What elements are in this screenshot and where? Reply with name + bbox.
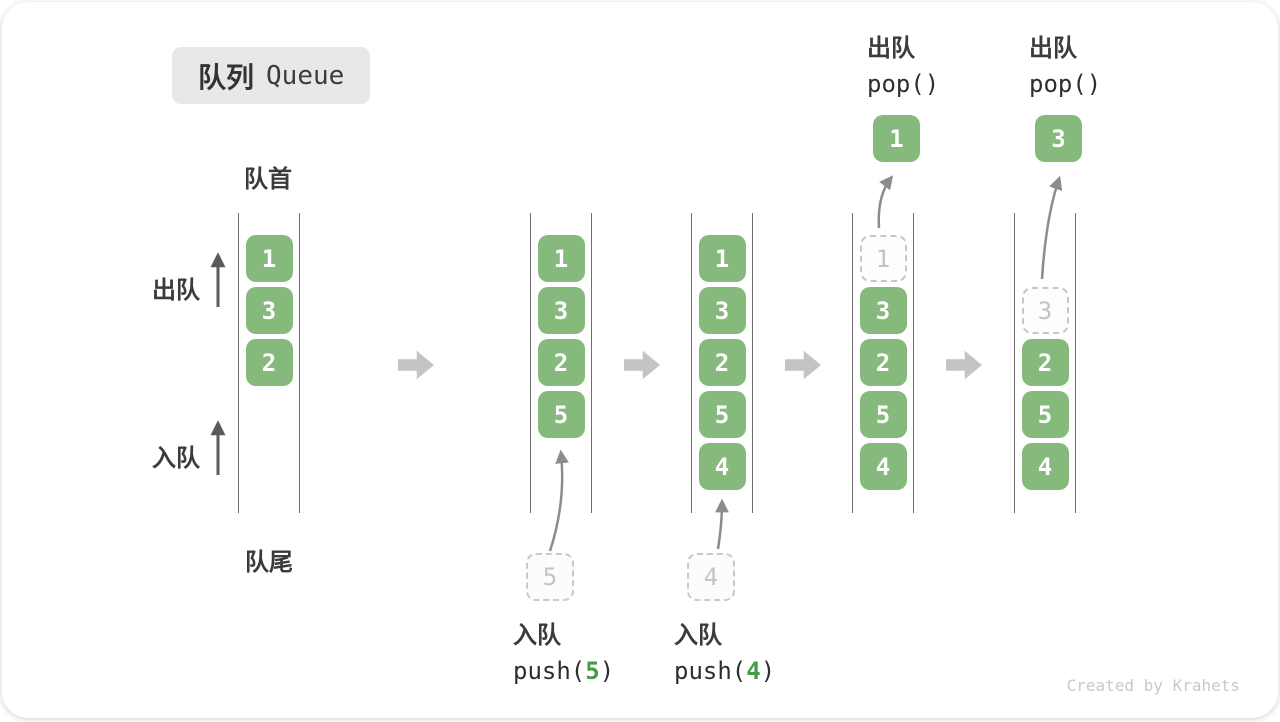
queue-item: 4 (859, 443, 907, 490)
dequeue-op-group: 出队 pop() (1029, 32, 1101, 102)
queue-item: 5 (1021, 391, 1069, 438)
queue-wall-line (590, 213, 593, 513)
queue-rear-label: 队尾 (245, 549, 293, 576)
next-step-arrow-icon (624, 350, 660, 380)
queue-item: 5 (859, 391, 907, 438)
queue-item: 2 (859, 339, 907, 386)
enqueue-op-group: 入队 push(5) (513, 619, 614, 689)
watermark: Created by Krahets (1066, 676, 1240, 695)
queue-item: 5 (698, 391, 746, 438)
enqueue-label: 入队 (152, 445, 200, 472)
popped-item: 3 (1035, 115, 1082, 162)
queue-item-ghost: 3 (1021, 287, 1069, 334)
queue-item-ghost: 1 (859, 235, 907, 282)
pop-3-arrow-icon (1040, 175, 1063, 280)
queue-item: 4 (698, 443, 746, 490)
op-label: 出队 (1029, 35, 1077, 62)
pop-1-arrow-icon (877, 175, 894, 229)
next-step-arrow-icon (946, 350, 982, 380)
queue-wall-line (237, 213, 240, 513)
op-code: push(5) (513, 657, 615, 685)
queue-item: 2 (698, 339, 746, 386)
enqueue-op-group: 入队 push(4) (674, 619, 775, 689)
next-step-arrow-icon (785, 350, 821, 380)
next-step-arrow-icon (398, 350, 434, 380)
op-code: push(4) (674, 657, 776, 685)
queue-item: 1 (698, 235, 746, 282)
queue-wall-line (751, 213, 754, 513)
queue-item: 2 (537, 339, 585, 386)
op-label: 入队 (674, 622, 722, 649)
title-zh: 队列 (198, 61, 255, 93)
title-en: Queue (266, 60, 345, 91)
queue-item: 3 (245, 287, 293, 334)
queue-wall-line (1013, 213, 1016, 513)
op-code-arg: 5 (585, 657, 600, 685)
push-4-arrow-icon (715, 498, 729, 550)
queue-item: 1 (537, 235, 585, 282)
enqueue-ghost-item: 5 (526, 553, 574, 601)
queue-wall-line (912, 213, 915, 513)
queue-wall-line (690, 213, 693, 513)
queue-item: 1 (245, 235, 293, 282)
queue-item: 3 (698, 287, 746, 334)
queue-wall-line (529, 213, 532, 513)
queue-wall-line (851, 213, 854, 513)
popped-item: 1 (873, 115, 920, 162)
queue-item: 4 (1021, 443, 1069, 490)
enqueue-ghost-item: 4 (687, 553, 735, 601)
queue-item: 3 (537, 287, 585, 334)
op-code: pop() (1029, 70, 1102, 98)
op-label: 出队 (867, 35, 915, 62)
queue-item: 5 (537, 391, 585, 438)
op-code-arg: 4 (746, 657, 761, 685)
queue-front-label: 队首 (244, 166, 292, 193)
push-5-arrow-icon (548, 449, 569, 552)
op-label: 入队 (513, 622, 561, 649)
dequeue-label: 出队 (152, 277, 200, 304)
queue-wall-line (298, 213, 301, 513)
dequeue-op-group: 出队 pop() (867, 32, 939, 102)
op-code: pop() (867, 70, 940, 98)
queue-item: 3 (859, 287, 907, 334)
figure-title: 队列 Queue (172, 47, 371, 104)
queue-item: 2 (245, 339, 293, 386)
queue-wall-line (1074, 213, 1077, 513)
queue-item: 2 (1021, 339, 1069, 386)
